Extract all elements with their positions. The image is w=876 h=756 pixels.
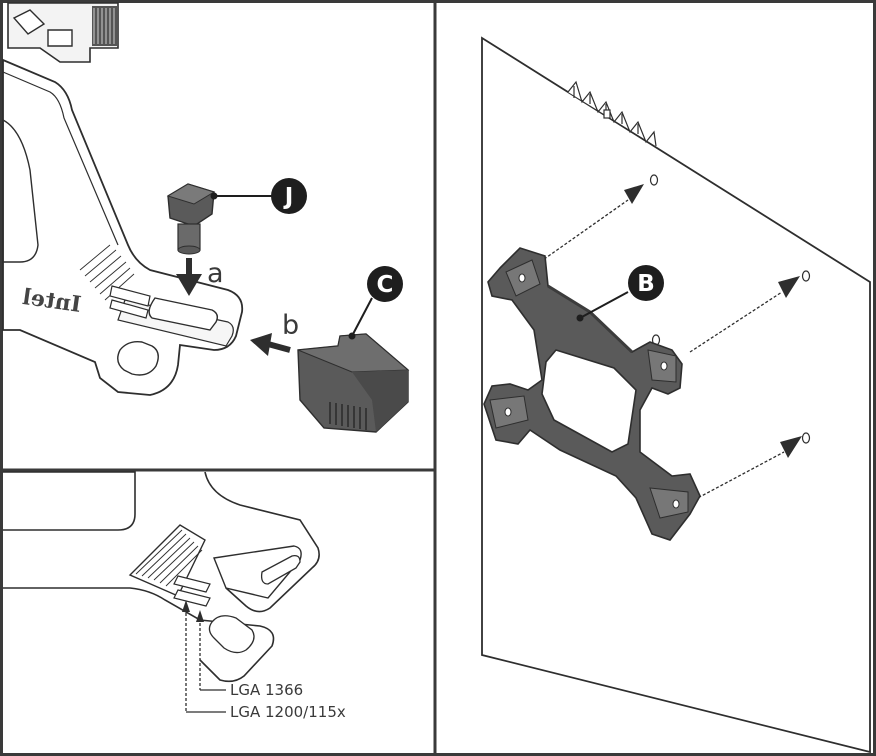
backplate-b — [483, 247, 701, 541]
step-label-a: a — [207, 258, 224, 289]
slider-cap-c — [297, 333, 410, 433]
mounting-bracket-arm — [2, 58, 244, 396]
step-label-b: b — [282, 310, 299, 341]
mounting-holes — [649, 174, 811, 444]
callout-b: B — [576, 265, 664, 322]
panel-backplate: B — [481, 36, 871, 754]
board-components — [567, 80, 657, 147]
step-a-arrow — [176, 258, 202, 296]
label-lga-1200-115x: LGA 1200/115x — [230, 703, 346, 721]
svg-text:C: C — [377, 272, 394, 298]
top-bracket-assembly — [7, 2, 119, 63]
panel-step-1: Intel a — [2, 2, 410, 433]
svg-text:J: J — [283, 184, 294, 210]
mounting-post-j — [166, 183, 216, 255]
panel-socket-markings: LGA 1366 LGA 1200/115x — [3, 471, 346, 721]
callout-c: C — [348, 266, 403, 340]
step-b-arrow — [250, 333, 291, 356]
svg-text:B: B — [637, 271, 655, 297]
label-lga-1366: LGA 1366 — [230, 681, 303, 699]
motherboard-sheet — [481, 36, 871, 754]
callout-j: J — [210, 178, 307, 214]
